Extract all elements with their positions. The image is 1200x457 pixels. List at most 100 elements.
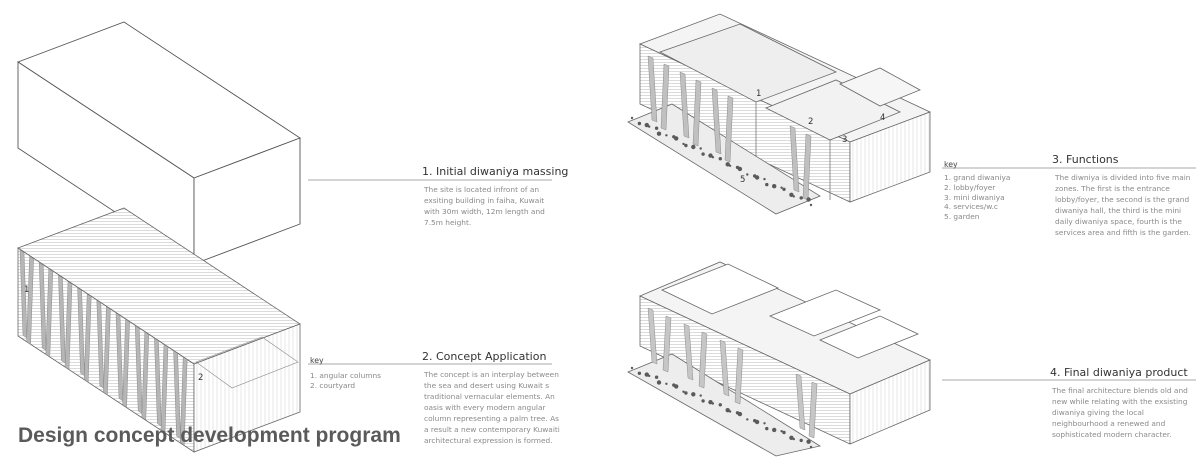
plant — [782, 187, 786, 191]
angular-column — [45, 268, 54, 358]
angular-column — [103, 306, 111, 396]
plant — [772, 427, 777, 433]
key-item: 3. mini diwaniya — [944, 192, 1005, 202]
plant — [654, 126, 659, 130]
angular-column — [64, 281, 73, 370]
plant — [665, 382, 668, 385]
plant — [699, 394, 702, 397]
final-column — [734, 347, 744, 405]
final-column — [795, 373, 806, 431]
plant — [708, 400, 713, 405]
plant — [701, 399, 705, 403]
step-3-heading: 3. Functions — [1052, 153, 1119, 166]
step-3-description: The diwniya is divided into five main zo… — [1055, 173, 1191, 237]
step-2-key-label: key — [310, 356, 324, 365]
plant — [728, 410, 732, 413]
final-column — [647, 307, 658, 365]
final-column — [683, 323, 694, 381]
plant — [701, 152, 705, 156]
plant — [665, 134, 668, 137]
plant — [656, 380, 662, 385]
key-item: 1. grand diwaniya — [944, 173, 1011, 182]
plant — [718, 403, 722, 407]
plant — [674, 384, 679, 389]
angular-column — [141, 331, 150, 421]
plant — [765, 182, 769, 187]
plant — [728, 164, 732, 167]
step-4-heading: 4. Final diwaniya product — [1050, 366, 1188, 379]
massing-box-drawing — [17, 21, 301, 265]
functions-label-4: 4 — [880, 113, 885, 123]
plant — [708, 153, 713, 158]
plant — [792, 195, 795, 198]
final-column — [808, 381, 818, 439]
plant — [806, 439, 811, 444]
step-2-description: The concept is an interplay between the … — [424, 370, 560, 445]
key-item: 5. garden — [944, 212, 980, 222]
plant — [763, 422, 766, 425]
functions-label-5: 5 — [740, 175, 745, 185]
plant — [637, 371, 642, 375]
page-title: Design concept development program — [18, 424, 401, 447]
step-1-heading: 1. Initial diwaniya massing — [422, 165, 569, 178]
plant — [725, 162, 730, 167]
key-item: 4. services/w.c — [944, 202, 998, 212]
functions-plan-drawing — [627, 13, 932, 215]
key-item: 1. angular columns — [310, 371, 382, 380]
plant — [772, 184, 777, 189]
angular-columns — [19, 249, 188, 446]
concept-label-1: 1 — [24, 285, 29, 295]
plant — [648, 125, 651, 128]
plant — [799, 196, 803, 200]
functions-label-2: 2 — [808, 117, 813, 127]
plant — [682, 142, 685, 146]
plant — [630, 116, 634, 120]
plant — [691, 392, 696, 397]
plant — [630, 366, 634, 370]
step-4-description: The final architecture blends old and ne… — [1052, 386, 1188, 439]
plant — [718, 157, 722, 161]
functions-column — [692, 79, 702, 147]
plant — [674, 136, 679, 141]
plant — [792, 437, 795, 441]
functions-label-1: 1 — [756, 89, 761, 99]
step-3-key-label: key — [944, 160, 958, 169]
step-3-key-list: 1. grand diwaniya 2. lobby/foyer 3. mini… — [944, 173, 1010, 222]
plant — [809, 445, 813, 449]
plant — [725, 408, 730, 413]
step-2-key-list: 1. angular columns 2. courtyard — [310, 371, 381, 391]
functions-column — [660, 63, 670, 131]
functions-column — [647, 55, 658, 123]
step-1-description: The site is located infront of an exsiti… — [424, 185, 545, 227]
plant — [656, 131, 662, 136]
plant — [737, 411, 743, 417]
plant — [746, 418, 749, 421]
plant — [684, 391, 688, 395]
final-product-drawing — [627, 261, 931, 457]
courtyard-outline — [195, 336, 299, 389]
angular-column — [122, 318, 130, 408]
angular-column — [179, 356, 188, 446]
plant — [789, 435, 794, 440]
plant — [637, 121, 642, 126]
plant — [711, 402, 715, 405]
plant — [691, 144, 696, 150]
step-2-heading: 2. Concept Application — [422, 350, 547, 363]
key-item: 2. lobby/foyer — [944, 182, 996, 192]
angular-column — [26, 255, 34, 345]
functions-label-3: 3 — [842, 135, 847, 145]
plant — [654, 375, 659, 379]
plant — [644, 372, 649, 377]
key-item: 2. courtyard — [310, 380, 356, 390]
plant — [754, 175, 760, 180]
plant — [746, 173, 749, 176]
functions-column — [679, 71, 690, 139]
plant — [765, 426, 769, 431]
plant — [754, 419, 760, 425]
angular-column — [160, 344, 169, 433]
angular-column — [83, 293, 92, 383]
concept-label-2: 2 — [198, 373, 203, 383]
plant — [644, 122, 649, 128]
functions-column — [711, 87, 722, 155]
plant — [648, 374, 651, 378]
